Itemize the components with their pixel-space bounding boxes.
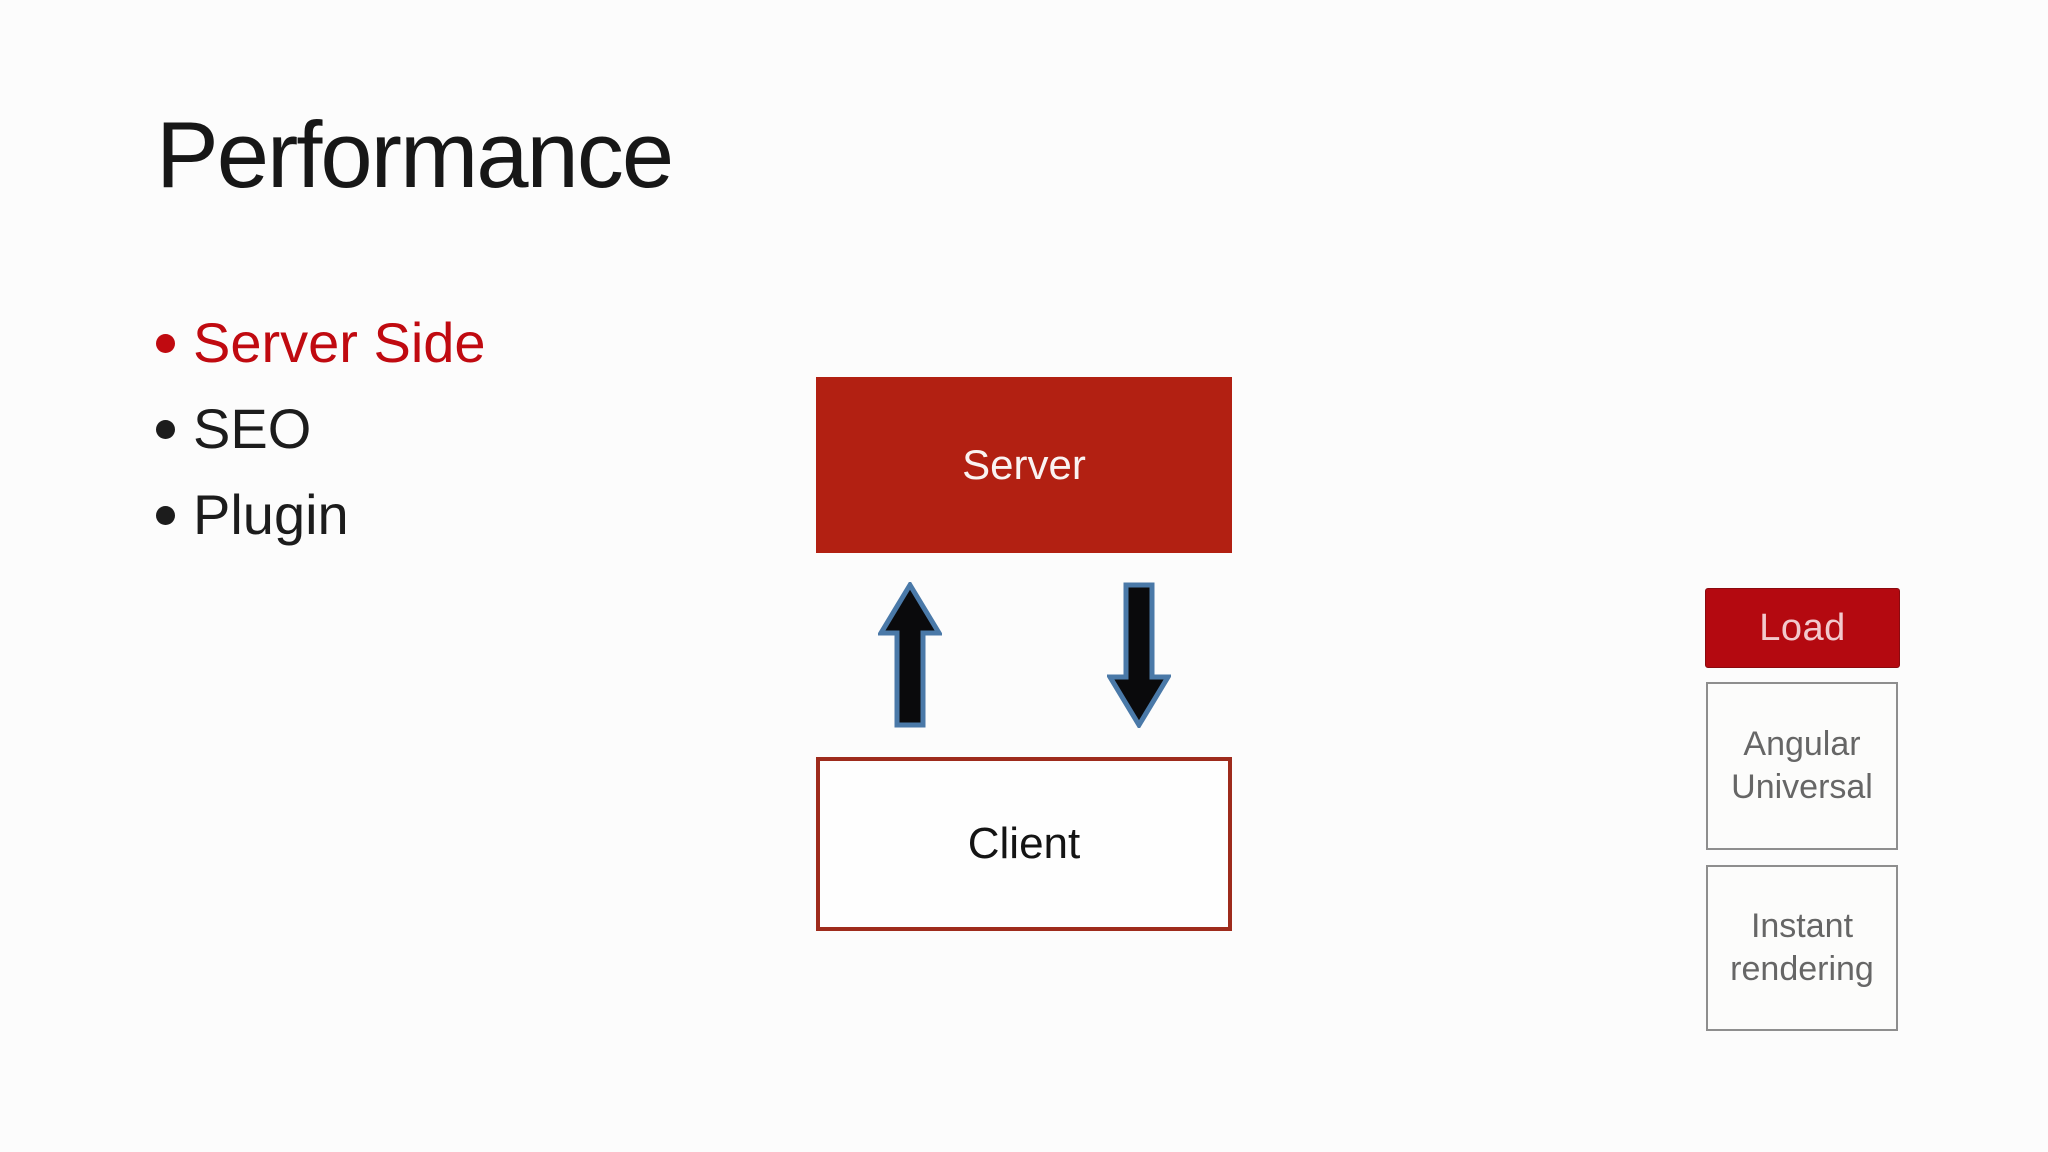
client-box-label: Client bbox=[967, 819, 1081, 868]
instant-rendering-label: Instant rendering bbox=[1730, 907, 1874, 988]
load-box-label: Load bbox=[1759, 606, 1846, 649]
instant-rendering-box: Instant rendering bbox=[1706, 865, 1898, 1031]
load-box: Load bbox=[1705, 588, 1900, 668]
bullet-label: Plugin bbox=[193, 483, 349, 546]
bullet-label: SEO bbox=[193, 397, 312, 460]
bullet-item-plugin: Plugin bbox=[156, 472, 486, 558]
bullet-dot-icon bbox=[156, 333, 175, 353]
bullet-list: Server Side SEO Plugin bbox=[156, 300, 486, 558]
down-arrow-icon bbox=[1107, 582, 1171, 728]
bullet-item-seo: SEO bbox=[156, 386, 486, 472]
bullet-item-server-side: Server Side bbox=[156, 300, 486, 386]
client-box: Client bbox=[816, 757, 1232, 931]
bullet-dot-icon bbox=[156, 419, 175, 439]
angular-universal-label: Angular Universal bbox=[1731, 725, 1873, 806]
bullet-dot-icon bbox=[156, 505, 175, 525]
server-box: Server bbox=[816, 377, 1232, 553]
slide-title: Performance bbox=[156, 102, 674, 207]
server-box-label: Server bbox=[962, 441, 1086, 488]
bullet-label: Server Side bbox=[193, 311, 486, 374]
up-arrow-icon bbox=[878, 582, 942, 728]
angular-universal-box: Angular Universal bbox=[1706, 682, 1898, 850]
